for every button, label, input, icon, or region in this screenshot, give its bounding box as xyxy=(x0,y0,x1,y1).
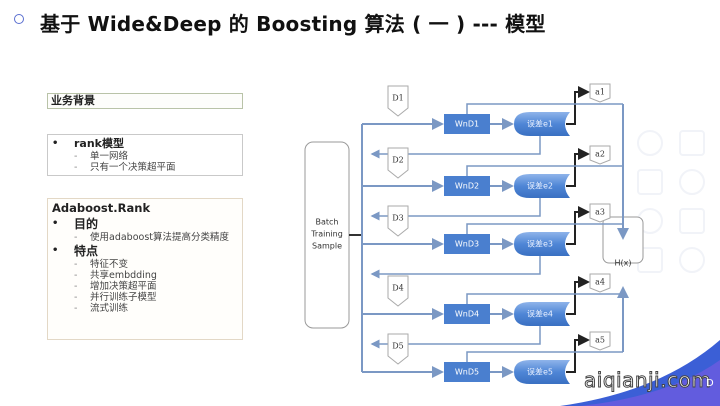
model-label: WnD5 xyxy=(455,368,479,377)
slide-title: 基于 Wide&Deep 的 Boosting 算法 ( 一 ) --- 模型 xyxy=(40,12,546,36)
background-decoration xyxy=(637,130,705,273)
business-background-box: 业务背景 xyxy=(47,93,243,109)
alpha-label: a2 xyxy=(595,150,605,159)
data-subset-tag xyxy=(387,147,409,179)
error-label: 误差e1 xyxy=(527,119,553,129)
input-node-label: Sample xyxy=(312,242,342,251)
error-label: 误差e5 xyxy=(527,367,553,377)
error-to-alpha-arrow xyxy=(566,148,590,187)
error-label: 误差e2 xyxy=(527,181,553,191)
error-node xyxy=(514,112,570,136)
bullet-dot-icon: • xyxy=(52,245,59,256)
error-label: 误差e3 xyxy=(527,239,553,249)
model-label: WnD3 xyxy=(455,240,479,249)
error-to-alpha-arrow xyxy=(566,86,590,125)
alpha-label: a4 xyxy=(595,278,605,287)
rank-bullet: • rank模型 xyxy=(52,137,238,151)
data-subset-tag xyxy=(387,275,409,307)
data-subset-label: D1 xyxy=(392,94,404,103)
alpha-weight-tag xyxy=(589,273,611,293)
data-subset-tag xyxy=(387,205,409,237)
error-node xyxy=(514,232,570,256)
model-to-output-line xyxy=(466,165,623,176)
alpha-weight-tag xyxy=(589,203,611,223)
model-to-output-line xyxy=(466,293,623,304)
feature-item: -增加决策超平面 xyxy=(74,281,157,292)
error-feedback-arrow xyxy=(370,136,541,159)
data-subset-label: D2 xyxy=(392,156,404,165)
bullet-dot-icon: • xyxy=(52,138,59,149)
bullet-dot-icon: • xyxy=(52,218,59,229)
error-feedback-arrow xyxy=(370,256,541,279)
wide-deep-model-box xyxy=(444,304,490,324)
error-to-alpha-arrow xyxy=(566,334,590,373)
watermark-text: aiqianji.com xyxy=(583,368,712,393)
page-number: D xyxy=(706,378,714,389)
alpha-weight-tag xyxy=(589,145,611,165)
model-to-output-line xyxy=(466,223,623,234)
purpose-item: -使用adaboost算法提高分类精度 xyxy=(74,232,230,243)
wide-deep-model-box xyxy=(444,362,490,382)
error-node xyxy=(514,174,570,198)
wide-deep-model-box xyxy=(444,234,490,254)
model-label: WnD4 xyxy=(455,310,479,319)
features-heading: • 特点 xyxy=(52,244,99,258)
feature-item: -共享embdding xyxy=(74,270,157,281)
rank-model-box: • rank模型 -单一网络 -只有一个决策超平面 xyxy=(47,134,243,176)
data-subset-label: D3 xyxy=(392,214,404,223)
error-feedback-arrow xyxy=(370,198,541,221)
data-subset-label: D4 xyxy=(392,284,404,293)
data-subset-label: D5 xyxy=(392,342,404,351)
error-to-alpha-arrow xyxy=(566,206,590,245)
feature-item: -并行训练子模型 xyxy=(74,292,157,303)
hx-label: H(x) xyxy=(615,259,632,268)
model-to-output-line xyxy=(466,351,623,362)
error-label: 误差e4 xyxy=(527,309,553,319)
error-node xyxy=(514,360,570,384)
rank-item: -单一网络 xyxy=(74,151,129,162)
alpha-label: a5 xyxy=(595,336,605,345)
rank-item: -只有一个决策超平面 xyxy=(74,162,176,173)
alpha-label: a3 xyxy=(595,208,605,217)
alpha-weight-tag xyxy=(589,331,611,351)
feature-item: -特征不变 xyxy=(74,259,129,270)
model-to-output-line xyxy=(466,103,623,114)
wide-deep-model-box xyxy=(444,114,490,134)
error-feedback-arrow xyxy=(370,326,541,349)
alpha-weight-tag xyxy=(589,83,611,103)
purpose-heading: • 目的 xyxy=(52,217,99,231)
wide-deep-model-box xyxy=(444,176,490,196)
data-subset-tag xyxy=(387,333,409,365)
error-node xyxy=(514,302,570,326)
adaboost-title: Adaboost.Rank xyxy=(52,201,151,215)
feature-item: -流式训练 xyxy=(74,303,129,314)
model-label: WnD2 xyxy=(455,182,479,191)
alpha-label: a1 xyxy=(595,88,605,97)
adaboost-rank-box: Adaboost.Rank • 目的 -使用adaboost算法提高分类精度 •… xyxy=(47,198,243,340)
input-node-label: Batch xyxy=(316,218,339,227)
title-bullet-icon xyxy=(14,14,24,24)
data-subset-tag xyxy=(387,85,409,117)
error-to-alpha-arrow xyxy=(566,276,590,315)
model-label: WnD1 xyxy=(455,120,479,129)
rank-bullet-label: rank模型 xyxy=(74,137,124,150)
input-node-label: Training xyxy=(310,230,343,239)
